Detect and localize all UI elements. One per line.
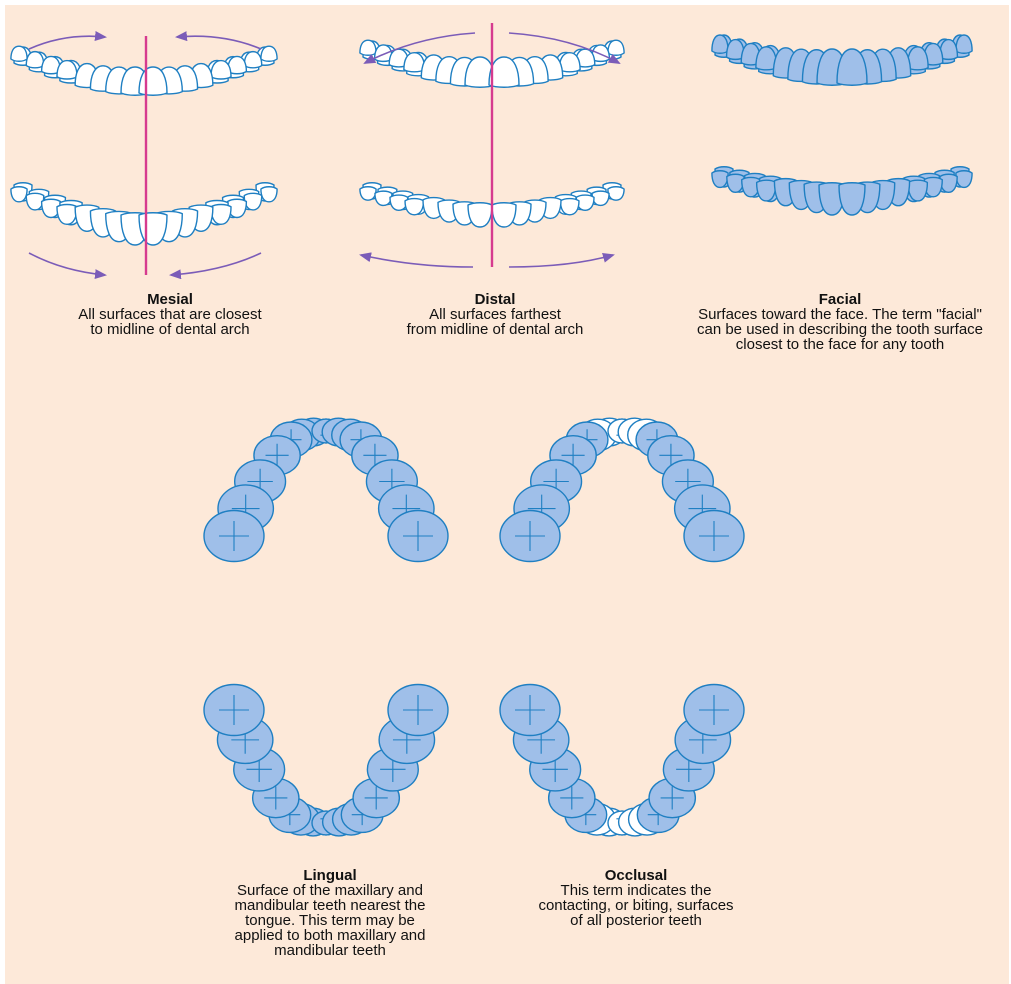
lingual-figure [204, 418, 448, 836]
lingual-line-3: tongue. This term may be [215, 913, 445, 928]
distal-caption: Distal All surfaces farthest from midlin… [385, 292, 605, 337]
tooth-surface-illustration [5, 5, 1009, 984]
tooth-crown [11, 46, 27, 61]
direction-arrow [171, 253, 261, 275]
mesial-line-1: All surfaces that are closest [65, 307, 275, 322]
mesial-caption: Mesial All surfaces that are closest to … [65, 292, 275, 337]
tooth-crown [956, 171, 972, 188]
occlusal-line-1: This term indicates the [521, 883, 751, 898]
distal-line-2: from midline of dental arch [385, 322, 605, 337]
tooth-crown [608, 40, 624, 55]
occlusal-caption: Occlusal This term indicates the contact… [521, 868, 751, 928]
direction-arrow [29, 36, 105, 49]
direction-arrow [29, 253, 105, 275]
diagram-canvas: Mesial All surfaces that are closest to … [5, 5, 1009, 984]
lingual-line-1: Surface of the maxillary and [215, 883, 445, 898]
tooth-crown [608, 187, 624, 200]
distal-figure [360, 23, 624, 267]
tooth-crown [211, 204, 231, 224]
tooth-crown [560, 199, 579, 215]
tooth-crown [908, 180, 927, 201]
tooth-crown [712, 171, 728, 188]
occlusal-line-3: of all posterior teeth [521, 913, 751, 928]
tooth-crown [261, 46, 277, 61]
mesial-figure [11, 36, 277, 275]
facial-line-2: can be used in describing the tooth surf… [671, 322, 1009, 337]
tooth-crown [712, 35, 728, 53]
lingual-caption: Lingual Surface of the maxillary and man… [215, 868, 445, 958]
facial-line-1: Surfaces toward the face. The term "faci… [671, 307, 1009, 322]
tooth-crown [360, 40, 376, 55]
lingual-line-4: applied to both maxillary and [215, 928, 445, 943]
tooth-crown [956, 35, 972, 53]
facial-line-3: closest to the face for any tooth [671, 337, 1009, 352]
tooth-crown [57, 204, 77, 224]
tooth-crown [57, 61, 77, 79]
tooth-crown [405, 199, 424, 215]
occlusal-line-2: contacting, or biting, surfaces [521, 898, 751, 913]
facial-title: Facial [671, 292, 1009, 307]
tooth-crown [211, 61, 231, 79]
tooth-crown [244, 52, 261, 68]
occlusal-title: Occlusal [521, 868, 751, 883]
tooth-crown [11, 187, 27, 202]
facial-caption: Facial Surfaces toward the face. The ter… [671, 292, 1009, 352]
tooth-crown [492, 203, 516, 227]
mesial-title: Mesial [65, 292, 275, 307]
mesial-line-2: to midline of dental arch [65, 322, 275, 337]
distal-line-1: All surfaces farthest [385, 307, 605, 322]
facial-figure [712, 35, 972, 215]
direction-arrow [177, 36, 261, 49]
tooth-crown [468, 203, 492, 227]
occlusal-figure [500, 418, 744, 836]
lingual-title: Lingual [215, 868, 445, 883]
tooth-crown [360, 187, 376, 200]
distal-title: Distal [385, 292, 605, 307]
direction-arrow [361, 255, 473, 267]
lingual-line-2: mandibular teeth nearest the [215, 898, 445, 913]
direction-arrow [509, 255, 613, 267]
tooth-crown [757, 180, 776, 201]
tooth-crown [26, 52, 43, 68]
tooth-crown [261, 187, 277, 202]
lingual-line-5: mandibular teeth [215, 943, 445, 958]
